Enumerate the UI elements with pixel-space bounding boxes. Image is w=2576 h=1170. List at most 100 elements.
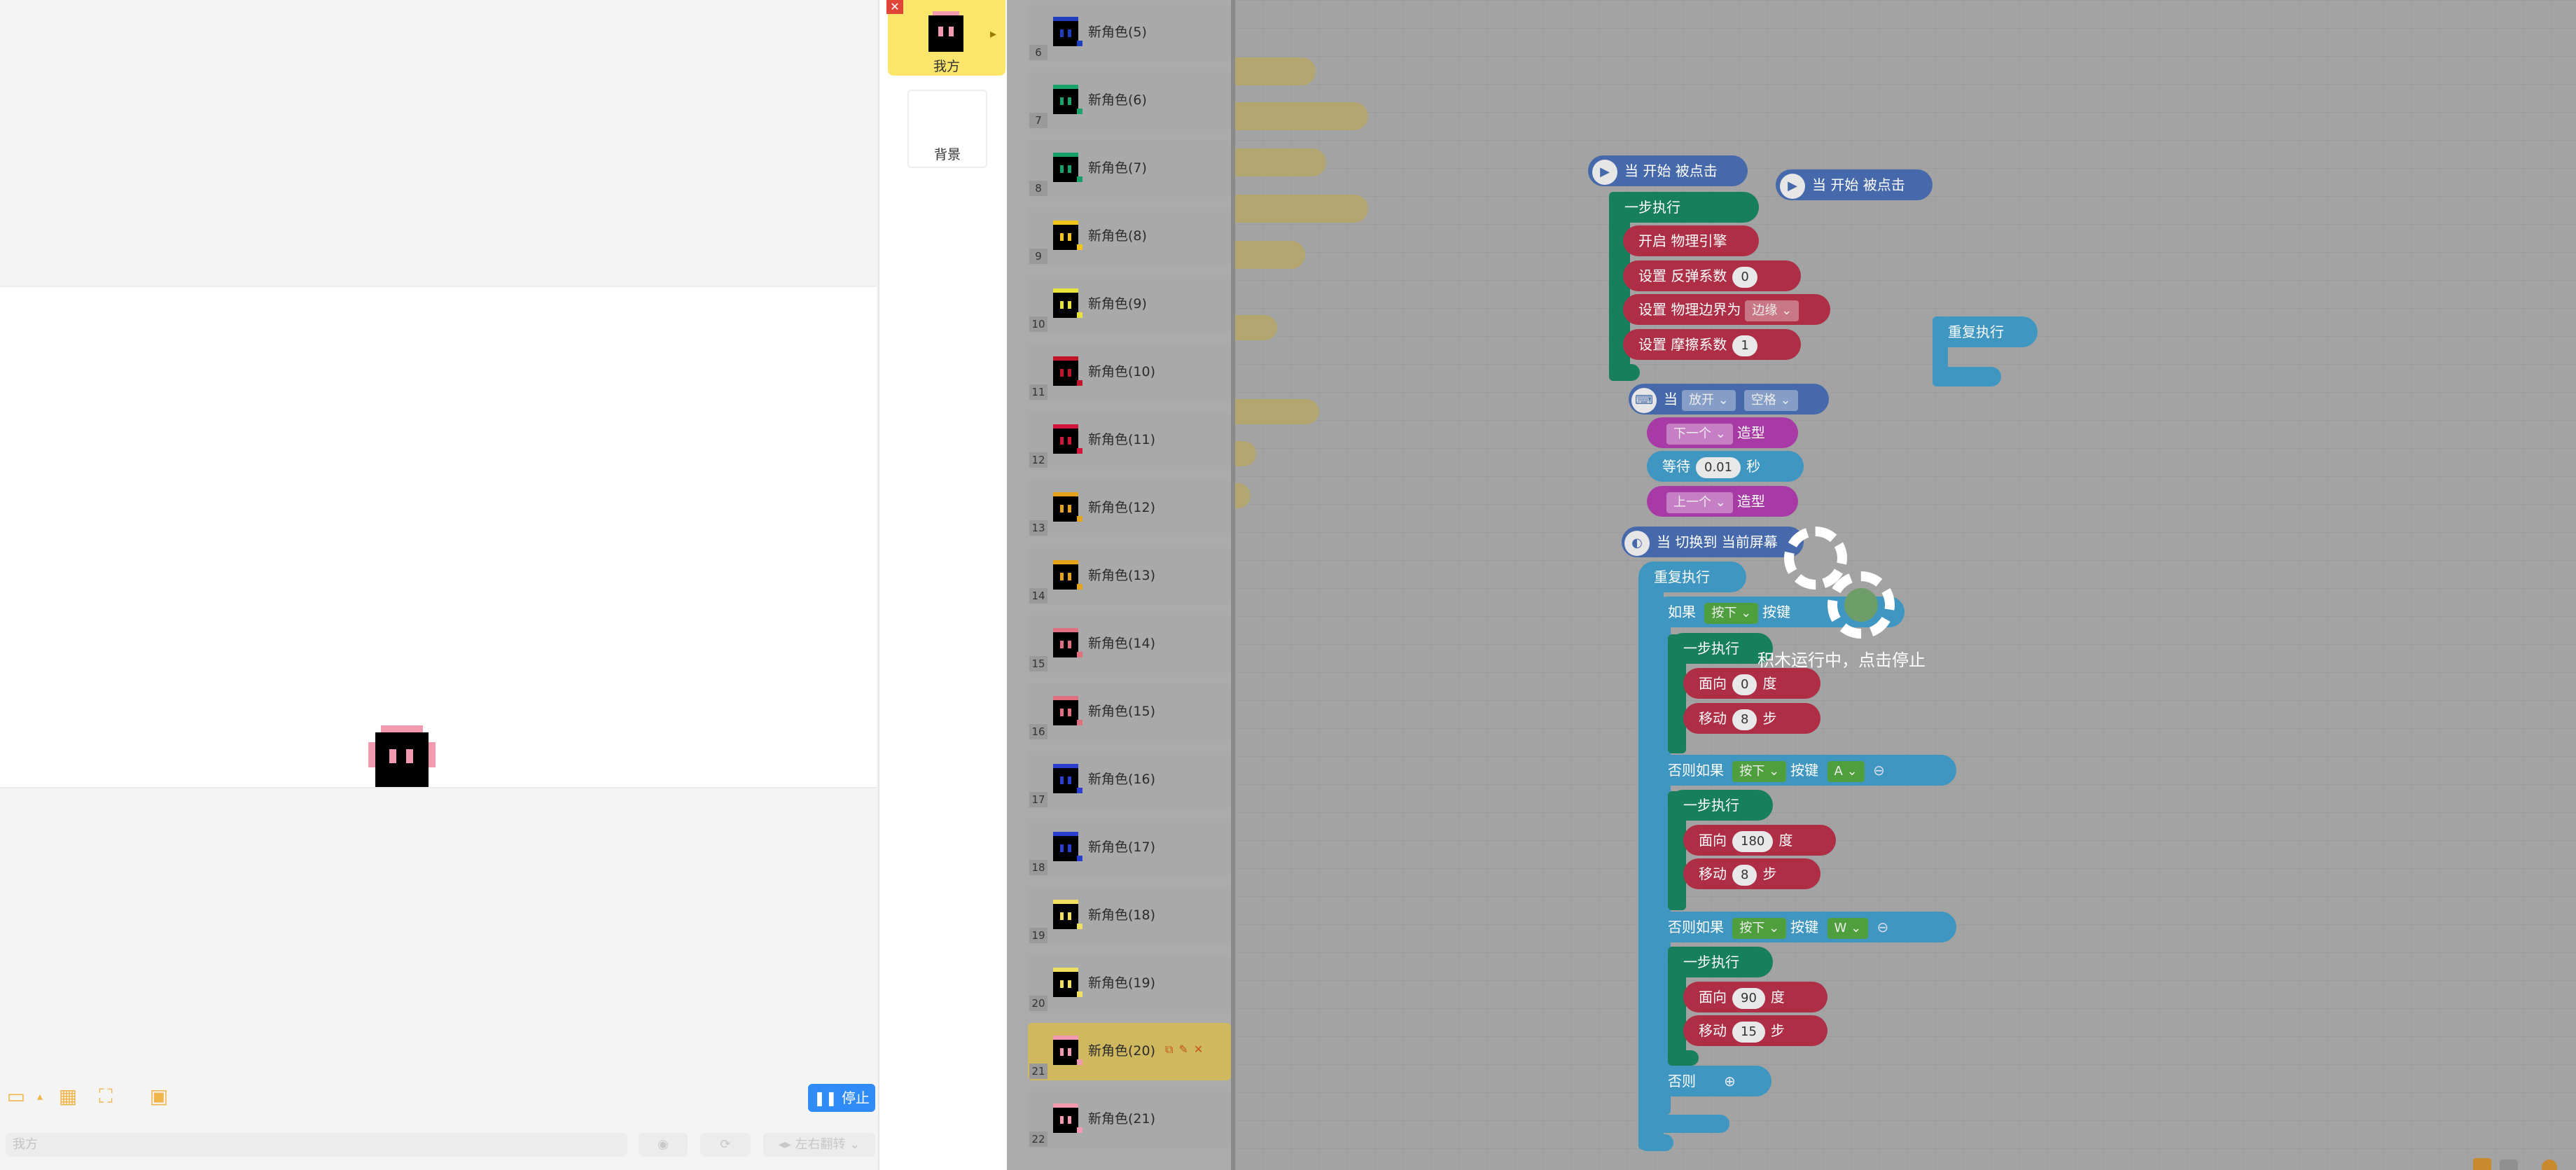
step-exec-block[interactable]: 一步执行 — [1609, 192, 1759, 223]
elif-w-block[interactable]: 否则如果 按下 ⌄按键 W ⌄ ⊖ — [1652, 912, 1956, 942]
fullscreen-icon[interactable]: ⛶ — [99, 1085, 113, 1108]
rotation-button[interactable]: ⟳ — [700, 1133, 751, 1157]
face-180-input[interactable]: 180 — [1732, 830, 1774, 852]
prev-dropdown[interactable]: 上一个 ⌄ — [1666, 492, 1733, 513]
sprite-name: 新角色(7) — [1088, 160, 1147, 176]
move-8-input-2[interactable]: 8 — [1732, 864, 1757, 886]
add-icon[interactable]: ⊕ — [1724, 1073, 1736, 1089]
delete-target-button[interactable]: ✕ — [886, 0, 903, 14]
forever-side-block[interactable]: 重复执行 — [1933, 316, 2038, 347]
sprite-thumbnail — [1050, 968, 1082, 1000]
if-step-block[interactable]: 一步执行 — [1668, 633, 1773, 664]
delete-icon[interactable]: ✕ — [1193, 1043, 1209, 1056]
sprite-number: 17 — [1029, 792, 1047, 807]
expand-arrow-icon[interactable]: ▸ — [990, 27, 997, 41]
set-border-block[interactable]: 设置 物理边界为边缘 ⌄ — [1623, 294, 1830, 325]
space-dropdown[interactable]: 空格 ⌄ — [1743, 389, 1798, 411]
key-w-dropdown[interactable]: W ⌄ — [1827, 917, 1869, 939]
grid-icon[interactable]: ▦ — [58, 1085, 78, 1108]
press-dropdown-2[interactable]: 按下 ⌄ — [1732, 760, 1787, 782]
next-dropdown[interactable]: 下一个 ⌄ — [1666, 423, 1733, 445]
friction-input[interactable]: 1 — [1732, 335, 1757, 356]
elif-a-step-block[interactable]: 一步执行 — [1668, 790, 1773, 821]
flip-dropdown[interactable]: ◂▸ 左右翻转 ⌄ — [763, 1133, 875, 1157]
physics-on-block[interactable]: 开启 物理引擎 — [1623, 225, 1759, 256]
wait-input[interactable]: 0.01 — [1696, 457, 1741, 478]
caret-down-icon[interactable]: ▴ — [36, 1089, 43, 1103]
when-key-block[interactable]: ⌨当放开 ⌄空格 ⌄ — [1629, 384, 1829, 415]
corner-icon[interactable] — [2542, 1159, 2557, 1170]
key-a-dropdown[interactable]: A ⌄ — [1827, 760, 1865, 782]
elif-a-block[interactable]: 否则如果 按下 ⌄按键 A ⌄ ⊖ — [1652, 755, 1956, 786]
remove-icon[interactable]: ⊖ — [1877, 919, 1889, 935]
else-block[interactable]: 否则 ⊕ — [1652, 1066, 1771, 1096]
bounce-input[interactable]: 0 — [1732, 266, 1757, 288]
press-dropdown-3[interactable]: 按下 ⌄ — [1732, 917, 1787, 939]
when-start-block[interactable]: ▶当 开始 被点击 — [1588, 155, 1748, 186]
when-start-block-2[interactable]: ▶当 开始 被点击 — [1776, 169, 1933, 200]
prev-costume-block[interactable]: 上一个 ⌄造型 — [1647, 486, 1798, 517]
corner-icon[interactable] — [2500, 1159, 2518, 1170]
stage-canvas[interactable] — [0, 286, 877, 788]
forever-block[interactable]: 重复执行 — [1638, 562, 1746, 592]
forever-side-label: 重复执行 — [1948, 323, 2004, 340]
elif-w-step-block[interactable]: 一步执行 — [1668, 947, 1773, 977]
deg-label-2: 度 — [1778, 832, 1793, 849]
player-icon[interactable]: ▣ — [149, 1085, 169, 1108]
face-0-input[interactable]: 0 — [1732, 674, 1757, 695]
move-8-input[interactable]: 8 — [1732, 709, 1757, 730]
move-15-input[interactable]: 15 — [1732, 1021, 1765, 1043]
target-background[interactable]: 背景 — [907, 90, 987, 168]
face-90-input[interactable]: 90 — [1732, 987, 1765, 1009]
remove-icon[interactable]: ⊖ — [1873, 762, 1885, 779]
copy-icon[interactable]: ⧉ — [1165, 1043, 1179, 1056]
release-dropdown[interactable]: 放开 ⌄ — [1682, 389, 1736, 411]
sprite-name-input[interactable]: 我方 — [6, 1133, 627, 1157]
when-switch-label: 当 切换到 当前屏幕 — [1657, 534, 1778, 550]
code-area[interactable] — [1235, 0, 2576, 1170]
sprite-scrollbar[interactable] — [1231, 0, 1235, 1170]
forever-side-end — [1933, 367, 2001, 386]
stop-button[interactable]: ❚❚ 停止 — [808, 1084, 875, 1112]
sprite-thumbnail — [1050, 900, 1082, 932]
when-switch-block[interactable]: ◐当 切换到 当前屏幕 — [1622, 527, 1804, 557]
eye-icon: ◉ — [657, 1137, 669, 1152]
player-sprite[interactable] — [368, 725, 436, 787]
edit-icon[interactable]: ✎ — [1178, 1043, 1194, 1056]
target-me[interactable]: 我方 ▸ — [888, 0, 1005, 76]
running-status-text[interactable]: 积木运行中，点击停止 — [1757, 650, 1926, 670]
screen-size-icon[interactable]: ▭ — [6, 1085, 26, 1108]
next-costume-block[interactable]: 下一个 ⌄造型 — [1647, 417, 1798, 448]
else-label: 否则 — [1668, 1073, 1696, 1089]
border-dropdown[interactable]: 边缘 ⌄ — [1745, 300, 1799, 321]
corner-icon[interactable] — [2473, 1158, 2491, 1170]
visibility-button[interactable]: ◉ — [639, 1133, 688, 1157]
press-dropdown[interactable]: 按下 ⌄ — [1704, 602, 1759, 624]
